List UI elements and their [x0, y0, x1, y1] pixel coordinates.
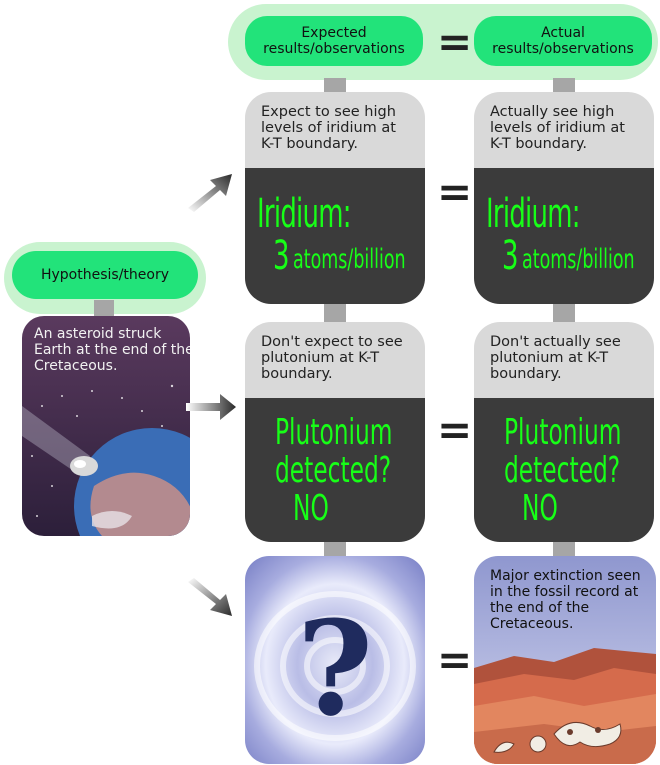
iridium-expected-value: 3: [273, 233, 289, 279]
actual-results-header: Actual results/observations: [474, 16, 652, 66]
plutonium-expected-card: Don't expect to see plutonium at K-T bou…: [245, 322, 425, 542]
plutonium-actual-readout: Plutonium detected? NO: [474, 398, 654, 542]
iridium-actual-card: Actually see high levels of iridium at K…: [474, 92, 654, 304]
iridium-actual-unit: atoms/billion: [522, 244, 635, 275]
iridium-actual-value: 3: [502, 233, 518, 279]
extinction-description: Major extinction seen in the fossil reco…: [490, 568, 641, 632]
fossil-landscape-illustration: [474, 556, 656, 764]
plutonium-actual-description: Don't actually see plutonium at K-T boun…: [490, 334, 621, 382]
arrow-to-iridium: [186, 172, 234, 212]
iridium-expected-title: Iridium:: [257, 191, 352, 237]
header-equals-sign: =: [437, 17, 473, 66]
asteroid-impact-illustration: [22, 384, 190, 536]
arrow-up-right-icon: [188, 174, 232, 212]
iridium-expected-description: Expect to see high levels of iridium at …: [261, 104, 396, 152]
hypothesis-label: Hypothesis/theory: [40, 267, 170, 283]
hypothesis-stem: [94, 300, 114, 318]
iridium-expected-card: Expect to see high levels of iridium at …: [245, 92, 425, 304]
iridium-equals-sign: =: [437, 167, 473, 216]
plutonium-actual-answer: NO: [522, 488, 558, 529]
plutonium-expected-line1: Plutonium: [275, 412, 393, 453]
actual-results-label: Actual results/observations: [492, 25, 634, 57]
plutonium-equals-sign: =: [437, 405, 473, 454]
plutonium-expected-line2: detected?: [275, 450, 392, 491]
arrow-to-plutonium: [186, 392, 236, 422]
unknown-prediction-card: ?: [245, 556, 425, 764]
iridium-actual-text: Actually see high levels of iridium at K…: [474, 92, 654, 168]
hypothesis-card: An asteroid struck Earth at the end of t…: [22, 316, 190, 536]
arrow-right-icon: [186, 394, 236, 420]
concentric-rings-background: [245, 556, 425, 764]
plutonium-expected-readout: Plutonium detected? NO: [245, 398, 425, 542]
iridium-expected-unit: atoms/billion: [293, 244, 406, 275]
plutonium-expected-description: Don't expect to see plutonium at K-T bou…: [261, 334, 403, 382]
plutonium-actual-text: Don't actually see plutonium at K-T boun…: [474, 322, 654, 398]
stem-expected-3: [324, 540, 346, 556]
expected-results-header: Expected results/observations: [245, 16, 423, 66]
expected-results-label: Expected results/observations: [263, 25, 405, 57]
stem-expected-1: [324, 78, 346, 94]
hypothesis-header: Hypothesis/theory: [12, 251, 198, 299]
stem-actual-1: [553, 78, 575, 94]
extinction-card: Major extinction seen in the fossil reco…: [474, 556, 656, 764]
iridium-actual-description: Actually see high levels of iridium at K…: [490, 104, 625, 152]
plutonium-actual-line2: detected?: [504, 450, 621, 491]
hypothesis-text: An asteroid struck Earth at the end of t…: [34, 326, 190, 374]
extinction-equals-sign: =: [437, 635, 473, 684]
plutonium-expected-answer: NO: [293, 488, 329, 529]
stem-expected-2: [324, 302, 346, 324]
iridium-expected-text: Expect to see high levels of iridium at …: [245, 92, 425, 168]
stem-actual-3: [553, 540, 575, 556]
stem-actual-2: [553, 302, 575, 324]
plutonium-actual-line1: Plutonium: [504, 412, 622, 453]
question-mark-icon: ?: [296, 592, 374, 745]
iridium-actual-readout: Iridium: 3 atoms/billion: [474, 168, 654, 304]
iridium-expected-readout: Iridium: 3 atoms/billion: [245, 168, 425, 304]
plutonium-actual-card: Don't actually see plutonium at K-T boun…: [474, 322, 654, 542]
arrow-to-unknown: [186, 578, 234, 618]
plutonium-expected-text: Don't expect to see plutonium at K-T bou…: [245, 322, 425, 398]
iridium-actual-title: Iridium:: [486, 191, 581, 237]
arrow-down-right-icon: [188, 578, 232, 616]
